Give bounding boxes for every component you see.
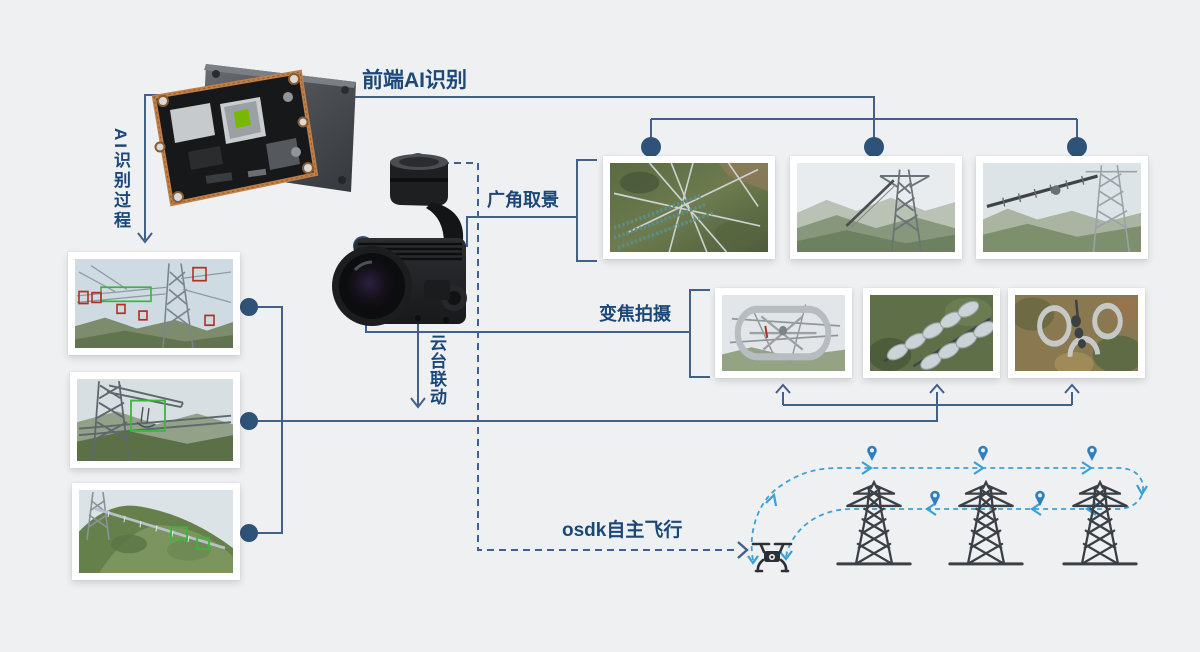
drone-icon (751, 542, 793, 573)
photo-wide-angle-3 (976, 156, 1148, 259)
photo-zoom-1 (715, 288, 852, 378)
photo-zoom-3 (1008, 288, 1145, 378)
transmission-tower-icons (836, 480, 1138, 566)
flight-path (750, 467, 1144, 561)
photo-wide-angle-2 (790, 156, 962, 259)
flight-path-arrows (747, 461, 1148, 565)
label-wide-angle: 广角取景 (487, 190, 559, 210)
photo-ai-result-2 (70, 372, 240, 468)
waypoint-pin-icon (930, 490, 940, 506)
label-osdk-flight: osdk自主飞行 (562, 520, 683, 541)
gimbal-zoom-camera (328, 148, 488, 336)
transmission-tower-icon (836, 480, 912, 566)
transmission-tower-icon (1062, 480, 1138, 566)
waypoint-pin-icon (1087, 445, 1097, 461)
photo-ai-result-3 (72, 483, 240, 580)
photo-wide-angle-1 (603, 156, 775, 259)
waypoint-pin-icon (1035, 490, 1045, 506)
photo-ai-result-1 (68, 252, 240, 355)
ai-module-board (148, 52, 363, 220)
label-ai-process: AI识别过程 (111, 128, 130, 231)
waypoint-pin-icon (978, 445, 988, 461)
photo-zoom-2 (863, 288, 1000, 378)
waypoint-pin-icon (867, 445, 877, 461)
label-front-ai: 前端AI识别 (362, 69, 467, 92)
label-gimbal-link: 云台联动 (427, 334, 446, 406)
transmission-tower-icon (948, 480, 1024, 566)
label-zoom-capture: 变焦拍摄 (599, 304, 671, 324)
